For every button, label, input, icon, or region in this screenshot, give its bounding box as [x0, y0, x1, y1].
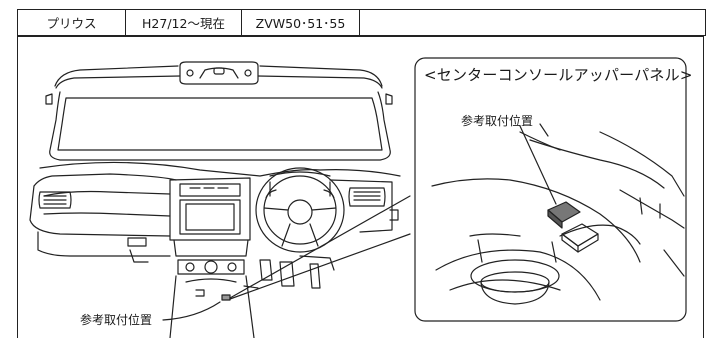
callout-line-lower: [229, 233, 411, 300]
years-cell: H27/12～現在: [125, 9, 241, 36]
frame-left-line: [17, 36, 18, 338]
inset-title: <センターコンソールアッパーパネル>: [424, 66, 693, 84]
windshield: [45, 65, 393, 161]
model-codes-cell: ZVW50･51･55: [241, 9, 359, 36]
frame-right-line: [703, 36, 704, 338]
dashboard: [29, 161, 401, 338]
vehicle-info-table: プリウス H27/12～現在 ZVW50･51･55: [17, 9, 706, 37]
inset-mount-label: 参考取付位置: [461, 114, 534, 128]
rearview-mirror: [179, 61, 259, 85]
inset-panel: [414, 57, 687, 322]
main-label-leader: [162, 301, 221, 321]
steering-wheel: [255, 167, 345, 253]
callout-line-upper: [229, 195, 411, 299]
frame-top-line: [17, 36, 704, 37]
main-mount-label: 参考取付位置: [80, 313, 153, 327]
inset-label-leader: [519, 125, 557, 205]
model-cell: プリウス: [17, 9, 125, 36]
floor-pedals: [243, 255, 335, 289]
